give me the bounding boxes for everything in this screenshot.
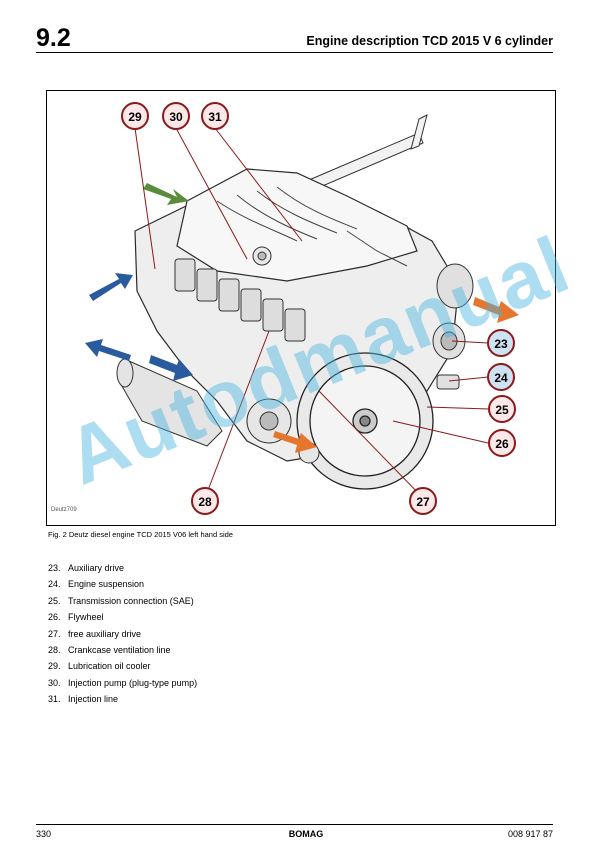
legend-item-text: Transmission connection (SAE) [68, 595, 194, 606]
legend-item-text: Engine suspension [68, 579, 145, 590]
legend-item-text: Lubrication oil cooler [68, 661, 151, 672]
callout-28: 28 [191, 487, 219, 515]
legend-list: 23.Auxiliary drive 24.Engine suspension … [48, 560, 197, 708]
legend-item-number: 25. [48, 595, 61, 606]
image-code: Deutz709 [51, 507, 77, 513]
callout-28-label: 28 [198, 495, 212, 509]
legend-item-text: Injection pump (plug-type pump) [68, 677, 198, 688]
engine-figure: 29 30 31 23 24 25 26 27 [46, 90, 556, 526]
injection-lines [216, 186, 408, 267]
legend-item-text: Flywheel [68, 612, 104, 623]
callout-29-label: 29 [128, 110, 142, 124]
callout-30-label: 30 [169, 110, 183, 124]
callout-leaders [134, 127, 490, 499]
section-number: 9.2 [36, 24, 71, 52]
legend-item: 31. Injection line [48, 691, 197, 707]
flow-arrow-blue-left [85, 339, 131, 361]
legend-item-number: 26. [48, 612, 61, 623]
legend-item-number: 23. [48, 563, 61, 573]
page-number: 330 [36, 829, 52, 839]
flow-arrow-orange-lower [273, 431, 317, 453]
document-number: 008 917 87 [507, 829, 553, 839]
legend-item: 25. Transmission connection (SAE) [48, 593, 197, 609]
callout-26-label: 26 [495, 437, 509, 451]
callout-31-label: 31 [208, 110, 222, 124]
flywheel-housing [296, 352, 434, 490]
callout-27: 27 [409, 487, 437, 515]
footer-brand: BOMAG [288, 829, 324, 839]
flow-arrow-blue-right [149, 355, 193, 381]
legend-item-text: Auxiliary drive [68, 563, 125, 573]
callout-23-label: 23 [494, 337, 508, 351]
legend-item-text: Injection line [68, 694, 119, 705]
legend-item-number: 29. [48, 661, 61, 672]
callout-31: 31 [201, 102, 229, 130]
front-cover [246, 398, 320, 464]
legend-item-text: Crankcase ventilation line [68, 644, 171, 655]
callout-25: 25 [488, 395, 516, 423]
legend-item: 26. Flywheel [48, 609, 197, 625]
callout-23: 23 [487, 329, 515, 357]
legend-item-number: 30. [48, 677, 61, 688]
callout-30: 30 [162, 102, 190, 130]
flow-arrow-green [143, 183, 189, 205]
legend-item: 30. Injection pump (plug-type pump) [48, 675, 197, 691]
callout-25-label: 25 [495, 403, 509, 417]
flow-arrow-orange-right [473, 297, 519, 323]
callout-27-label: 27 [416, 495, 430, 509]
legend-item-number: 31. [48, 694, 61, 705]
legend-item: 28. Crankcase ventilation line [48, 642, 197, 658]
callout-26: 26 [488, 429, 516, 457]
legend-item-number: 27. [48, 628, 61, 639]
cylinder-bank [174, 246, 306, 342]
footer-divider [36, 824, 553, 825]
flow-arrow-blue-intake [89, 273, 133, 301]
legend-item-number: 28. [48, 644, 61, 655]
legend-item: 23. Auxiliary drive [48, 560, 197, 576]
legend-item: 24. Engine suspension [48, 576, 197, 592]
engine-illustration: 29 30 31 23 24 25 26 27 [51, 102, 519, 515]
callout-24-label: 24 [494, 371, 508, 385]
legend-item: 29. Lubrication oil cooler [48, 658, 197, 674]
figure-caption: Fig. 2 Deutz diesel engine TCD 2015 V06 … [48, 530, 233, 539]
header-divider [36, 52, 553, 53]
legend-item-text: free auxiliary drive [68, 628, 142, 639]
legend-item-number: 24. [48, 579, 61, 590]
legend-item: 27. free auxiliary drive [48, 626, 197, 642]
callout-29: 29 [121, 102, 149, 130]
intake-pipe [116, 358, 223, 447]
page-title: Engine description TCD 2015 V 6 cylinder [306, 34, 553, 48]
callout-24: 24 [487, 363, 515, 391]
